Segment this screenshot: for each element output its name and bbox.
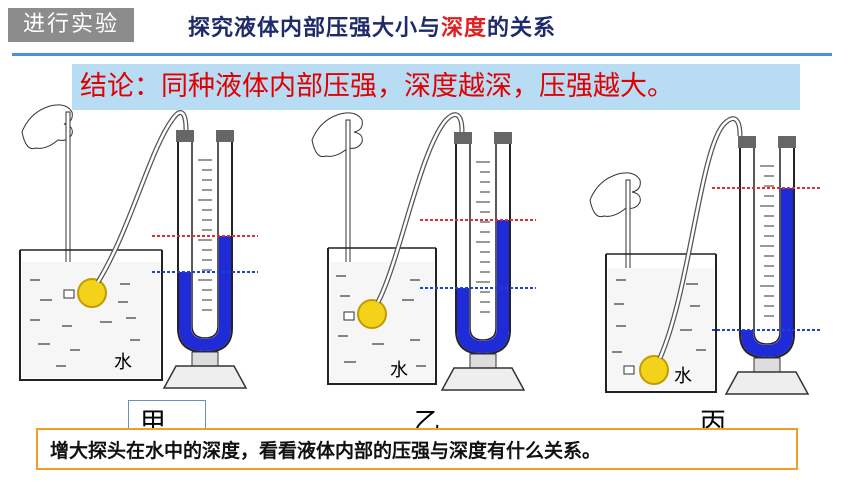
liquid-column — [741, 188, 793, 357]
title-prefix: 探究液体内部压强大小与 — [188, 15, 442, 41]
hand-icon — [21, 104, 73, 150]
stand — [469, 353, 497, 369]
beaker — [19, 250, 163, 381]
liquid-label-yi: 水 — [390, 360, 408, 381]
probe-head — [357, 299, 387, 329]
title-suffix: 的关系 — [487, 15, 557, 41]
tube-cap — [454, 132, 472, 144]
probe-head — [77, 278, 107, 308]
liquid-label-bing: 水 — [674, 366, 692, 387]
stand — [753, 357, 781, 373]
probe-head — [639, 355, 669, 385]
setup-yi — [311, 112, 536, 391]
stand — [191, 351, 219, 367]
liquid-label-jia: 水 — [114, 352, 132, 373]
liquid-column — [457, 220, 509, 353]
beaker — [327, 248, 437, 385]
tube-cap — [738, 136, 756, 148]
slide-title: 探究液体内部压强大小与深度的关系 — [188, 10, 556, 42]
tube-cap — [176, 130, 194, 142]
hand-icon — [589, 172, 641, 218]
liquid-column — [179, 236, 231, 351]
setup-jia — [19, 104, 258, 389]
hand-icon — [311, 112, 363, 158]
section-tag: 进行实验 — [8, 8, 134, 42]
instruction-note: 增大探头在水中的深度，看看液体内部的压强与深度有什么关系。 — [36, 428, 798, 470]
setup-bing — [589, 116, 820, 395]
beaker — [605, 254, 717, 393]
conclusion-banner: 结论：同种液体内部压强，深度越深，压强越大。 — [72, 64, 800, 110]
header-divider — [12, 53, 832, 56]
title-highlight: 深度 — [441, 15, 488, 41]
